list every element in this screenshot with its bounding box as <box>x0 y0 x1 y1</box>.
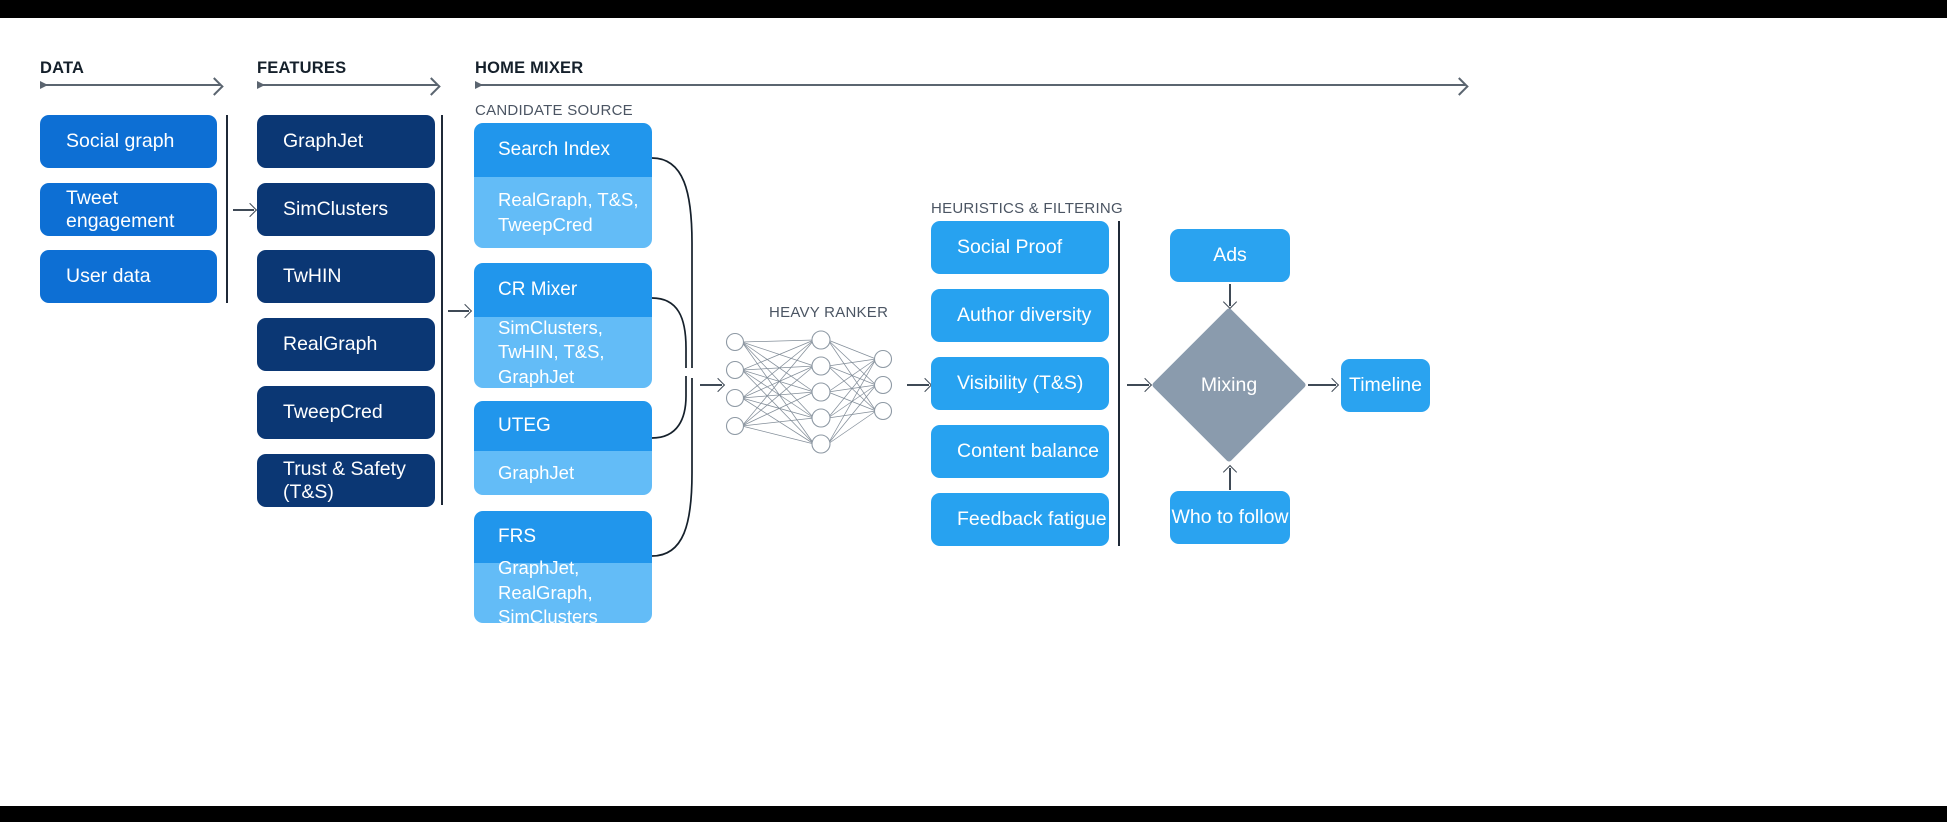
output-box-timeline[interactable]: Timeline <box>1341 359 1430 412</box>
data-box-label: Tweet engagement <box>66 186 175 232</box>
heuristic-box-label: Social Proof <box>957 236 1063 258</box>
arrow-candidate-source-to-heavy-ranker <box>700 384 722 386</box>
section-header-features: FEATURES <box>257 59 347 77</box>
feature-box-label: RealGraph <box>283 333 378 355</box>
heuristic-box-visibility[interactable]: Visibility (T&S) <box>931 357 1109 410</box>
candidate-source-name: UTEG <box>474 401 652 451</box>
candidate-source-card-uteg[interactable]: UTEG GraphJet <box>474 401 652 495</box>
section-rule-features <box>257 81 437 89</box>
arrow-who-to-follow-to-mixing <box>1229 468 1231 490</box>
heuristic-box-content-balance[interactable]: Content balance <box>931 425 1109 478</box>
heuristic-box-label: Content balance <box>957 440 1100 462</box>
subsection-header-heavy-ranker: HEAVY RANKER <box>769 304 889 321</box>
arrow-heuristics-to-mixing <box>1127 384 1149 386</box>
output-box-label: Ads <box>1213 244 1247 266</box>
feature-box-label: Trust & Safety (T&S) <box>283 457 406 503</box>
diagram-sheet: DATA FEATURES HOME MIXER CANDIDATE SOURC… <box>0 18 1947 806</box>
feature-box-tweepcred[interactable]: TweepCred <box>257 386 435 439</box>
arrow-features-to-candidate-source <box>448 310 469 312</box>
heuristic-box-label: Feedback fatigue <box>957 508 1107 530</box>
arrow-ads-to-mixing <box>1229 284 1231 306</box>
feature-box-trust-safety[interactable]: Trust & Safety (T&S) <box>257 454 435 507</box>
output-box-who-to-follow[interactable]: Who to follow <box>1170 491 1290 544</box>
candidate-source-features: GraphJet, RealGraph, SimClusters <box>474 557 652 623</box>
section-header-home-mixer: HOME MIXER <box>475 59 584 77</box>
data-box-label: User data <box>66 265 151 287</box>
candidate-source-features: SimClusters, TwHIN, T&S, GraphJet <box>474 317 652 388</box>
arrow-data-to-features <box>233 209 254 211</box>
candidate-source-card-search-index[interactable]: Search Index RealGraph, T&S, TweepCred <box>474 123 652 248</box>
heuristic-box-feedback-fatigue[interactable]: Feedback fatigue <box>931 493 1109 546</box>
feature-box-simclusters[interactable]: SimClusters <box>257 183 435 236</box>
arrow-heavy-ranker-to-heuristics <box>907 384 929 386</box>
feature-box-label: GraphJet <box>283 130 364 152</box>
arrow-mixing-to-timeline <box>1308 384 1336 386</box>
heuristic-box-social-proof[interactable]: Social Proof <box>931 221 1109 274</box>
heuristic-box-label: Visibility (T&S) <box>957 372 1084 394</box>
diagram-stage: DATA FEATURES HOME MIXER CANDIDATE SOURC… <box>0 18 1947 806</box>
feature-box-twhin[interactable]: TwHIN <box>257 250 435 303</box>
feature-box-realgraph[interactable]: RealGraph <box>257 318 435 371</box>
feature-box-label: SimClusters <box>283 198 389 220</box>
candidate-source-card-cr-mixer[interactable]: CR Mixer SimClusters, TwHIN, T&S, GraphJ… <box>474 263 652 388</box>
candidate-source-name: FRS <box>474 511 652 563</box>
candidate-source-features: RealGraph, T&S, TweepCred <box>474 177 652 248</box>
section-rule-home-mixer <box>475 81 1465 89</box>
feature-box-graphjet[interactable]: GraphJet <box>257 115 435 168</box>
divider-data-features <box>226 115 228 303</box>
output-box-ads[interactable]: Ads <box>1170 229 1290 282</box>
data-box-label: Social graph <box>66 130 175 152</box>
subsection-header-candidate-source: CANDIDATE SOURCE <box>475 102 633 119</box>
divider-features-homemixer <box>441 115 443 505</box>
mixing-diamond[interactable] <box>1151 307 1307 463</box>
feature-box-label: TweepCred <box>283 401 383 423</box>
data-box-social-graph[interactable]: Social graph <box>40 115 217 168</box>
feature-box-label: TwHIN <box>283 265 342 287</box>
heuristic-box-author-diversity[interactable]: Author diversity <box>931 289 1109 342</box>
section-rule-data <box>40 81 220 89</box>
candidate-source-name: CR Mixer <box>474 263 652 317</box>
candidate-source-features: GraphJet <box>474 451 652 495</box>
section-header-data: DATA <box>40 59 85 77</box>
subsection-header-heuristics: HEURISTICS & FILTERING <box>931 200 1123 217</box>
candidate-source-name: Search Index <box>474 123 652 177</box>
divider-heuristics-output <box>1118 221 1120 546</box>
data-box-tweet-engagement[interactable]: Tweet engagement <box>40 183 217 236</box>
data-box-user-data[interactable]: User data <box>40 250 217 303</box>
output-box-label: Timeline <box>1349 374 1422 396</box>
heuristic-box-label: Author diversity <box>957 304 1092 326</box>
candidate-source-card-frs[interactable]: FRS GraphJet, RealGraph, SimClusters <box>474 511 652 623</box>
output-box-label: Who to follow <box>1171 506 1289 528</box>
